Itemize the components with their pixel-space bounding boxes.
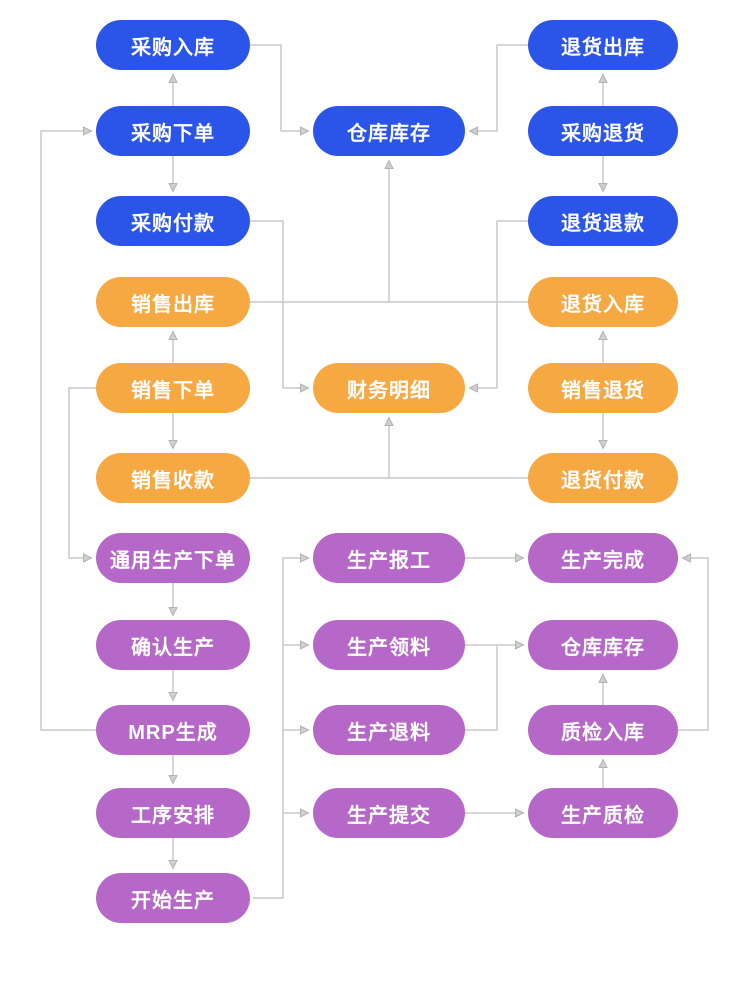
flow-node-production-qc: 生产质检 (528, 788, 678, 838)
flow-node-purchase-order: 采购下单 (96, 106, 250, 156)
edge-return-refund-to-finance (470, 220, 528, 388)
flow-node-production-submit: 生产提交 (313, 788, 465, 838)
flow-node-return-payment: 退货付款 (528, 453, 678, 503)
flow-node-start-production: 开始生产 (96, 873, 250, 923)
flow-node-warehouse-stock-bottom: 仓库库存 (528, 620, 678, 670)
flow-node-material-issue: 生产领料 (313, 620, 465, 670)
edge-purchase-payment-to-finance (250, 220, 308, 388)
flow-node-confirm-production: 确认生产 (96, 620, 250, 670)
flow-node-sales-order: 销售下单 (96, 363, 250, 413)
flow-node-qc-inbound: 质检入库 (528, 705, 678, 755)
edge-material-return-join (465, 646, 498, 731)
flow-node-production-report: 生产报工 (313, 533, 465, 583)
edge-sales-order-to-production-order (68, 387, 96, 558)
flow-node-sales-return: 销售退货 (528, 363, 678, 413)
flow-node-return-refund: 退货退款 (528, 196, 678, 246)
flow-node-sales-outbound: 销售出库 (96, 277, 250, 327)
flow-node-finance-detail: 财务明细 (313, 363, 465, 413)
flow-node-general-production-order: 通用生产下单 (96, 533, 250, 583)
flow-node-process-schedule: 工序安排 (96, 788, 250, 838)
flow-node-production-complete: 生产完成 (528, 533, 678, 583)
flow-node-warehouse-stock-top: 仓库库存 (313, 106, 465, 156)
flow-node-purchase-payment: 采购付款 (96, 196, 250, 246)
flow-node-sales-receipt: 销售收款 (96, 453, 250, 503)
edge-mrp-to-purchase-order (40, 131, 96, 731)
flow-node-return-inbound: 退货入库 (528, 277, 678, 327)
edge-purchase-inbound-to-warehouse (250, 44, 308, 131)
flow-node-mrp-generate: MRP生成 (96, 705, 250, 755)
flow-node-return-outbound: 退货出库 (528, 20, 678, 70)
edge-return-outbound-to-warehouse (470, 44, 528, 131)
flow-node-material-return: 生产退料 (313, 705, 465, 755)
edge-start-production-to-report-trunk (253, 558, 308, 899)
flow-node-purchase-return: 采购退货 (528, 106, 678, 156)
flow-node-purchase-inbound: 采购入库 (96, 20, 250, 70)
edge-qc-inbound-to-complete (678, 558, 709, 731)
